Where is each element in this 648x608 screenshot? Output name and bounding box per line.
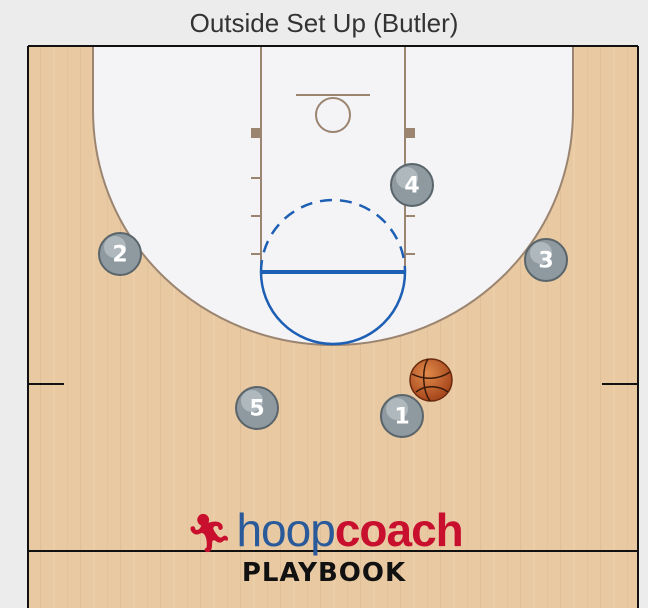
free-throw-circle-solid: [259, 271, 407, 346]
logo-text-coach: coach: [334, 504, 464, 556]
basketball-icon[interactable]: [409, 358, 453, 402]
player-number: 4: [404, 174, 419, 199]
lane-block-left: [251, 128, 261, 138]
logo-text-hoop: hoop: [236, 504, 335, 556]
hoopcoach-logo: 🏃︎hoopcoach: [0, 503, 648, 557]
player-3[interactable]: 3: [524, 238, 568, 282]
player-silhouette-icon: 🏃︎: [185, 513, 233, 555]
play-title: Outside Set Up (Butler): [189, 8, 459, 38]
player-number: 1: [394, 405, 409, 430]
player-4[interactable]: 4: [390, 163, 434, 207]
player-number: 2: [112, 243, 127, 268]
player-number: 3: [538, 249, 553, 274]
rim: [315, 97, 351, 133]
player-1[interactable]: 1: [380, 394, 424, 438]
player-5[interactable]: 5: [235, 386, 279, 430]
logo-playbook: PLAYBOOK: [241, 558, 407, 588]
lane-block-right: [405, 128, 415, 138]
lane: [260, 45, 406, 273]
player-number: 5: [249, 397, 264, 422]
player-2[interactable]: 2: [98, 232, 142, 276]
